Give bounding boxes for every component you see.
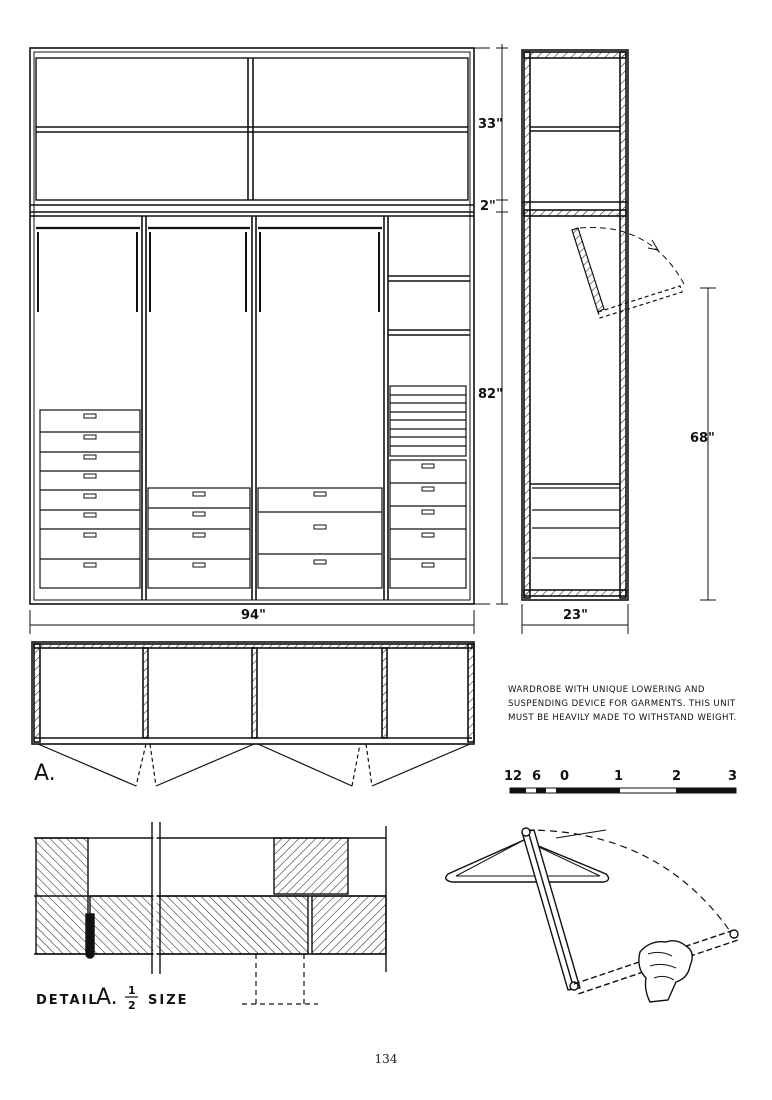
scale-label-0: 0 bbox=[560, 769, 569, 784]
detail-a bbox=[34, 822, 387, 1005]
detail-label-letter: A. bbox=[96, 985, 118, 1010]
plan-section bbox=[31, 641, 475, 787]
dimension-swing-height: 68" bbox=[690, 431, 715, 446]
scale-label-6: 6 bbox=[532, 769, 541, 784]
detail-label-suffix: SIZE bbox=[148, 993, 189, 1008]
height-dimension-line bbox=[474, 44, 508, 605]
hanger-mechanism bbox=[445, 827, 739, 1003]
detail-fraction-numerator: 1 bbox=[128, 984, 136, 997]
scale-label-12: 12 bbox=[504, 769, 522, 784]
scale-label-2: 2 bbox=[672, 769, 681, 784]
width-dimension-line bbox=[29, 610, 475, 634]
detail-label-prefix: DETAIL bbox=[36, 993, 99, 1008]
dimension-lower-height: 82" bbox=[478, 387, 503, 402]
dimension-depth: 23" bbox=[563, 608, 588, 623]
pivot-rod bbox=[571, 226, 685, 319]
scale-label-1: 1 bbox=[614, 769, 623, 784]
dimension-total-width: 94" bbox=[241, 608, 266, 623]
section-a-label: A. bbox=[34, 761, 56, 786]
detail-a-label: DETAIL A. 1 2 SIZE bbox=[36, 984, 189, 1012]
dimension-upper-height: 33" bbox=[478, 117, 503, 132]
side-section bbox=[521, 49, 629, 601]
scale-bar bbox=[509, 787, 737, 794]
scale-label-3: 3 bbox=[728, 769, 737, 784]
page-number: 134 bbox=[374, 1052, 398, 1066]
drawer-handles bbox=[83, 413, 435, 568]
depth-dimension-line bbox=[521, 604, 629, 634]
swing-dimension-line bbox=[700, 287, 716, 601]
figure-caption: WARDROBE WITH UNIQUE LOWERING AND SUSPEN… bbox=[508, 685, 737, 723]
front-elevation bbox=[29, 47, 475, 605]
detail-fraction-denominator: 2 bbox=[128, 999, 136, 1012]
dimension-gap-height: 2" bbox=[480, 199, 496, 214]
